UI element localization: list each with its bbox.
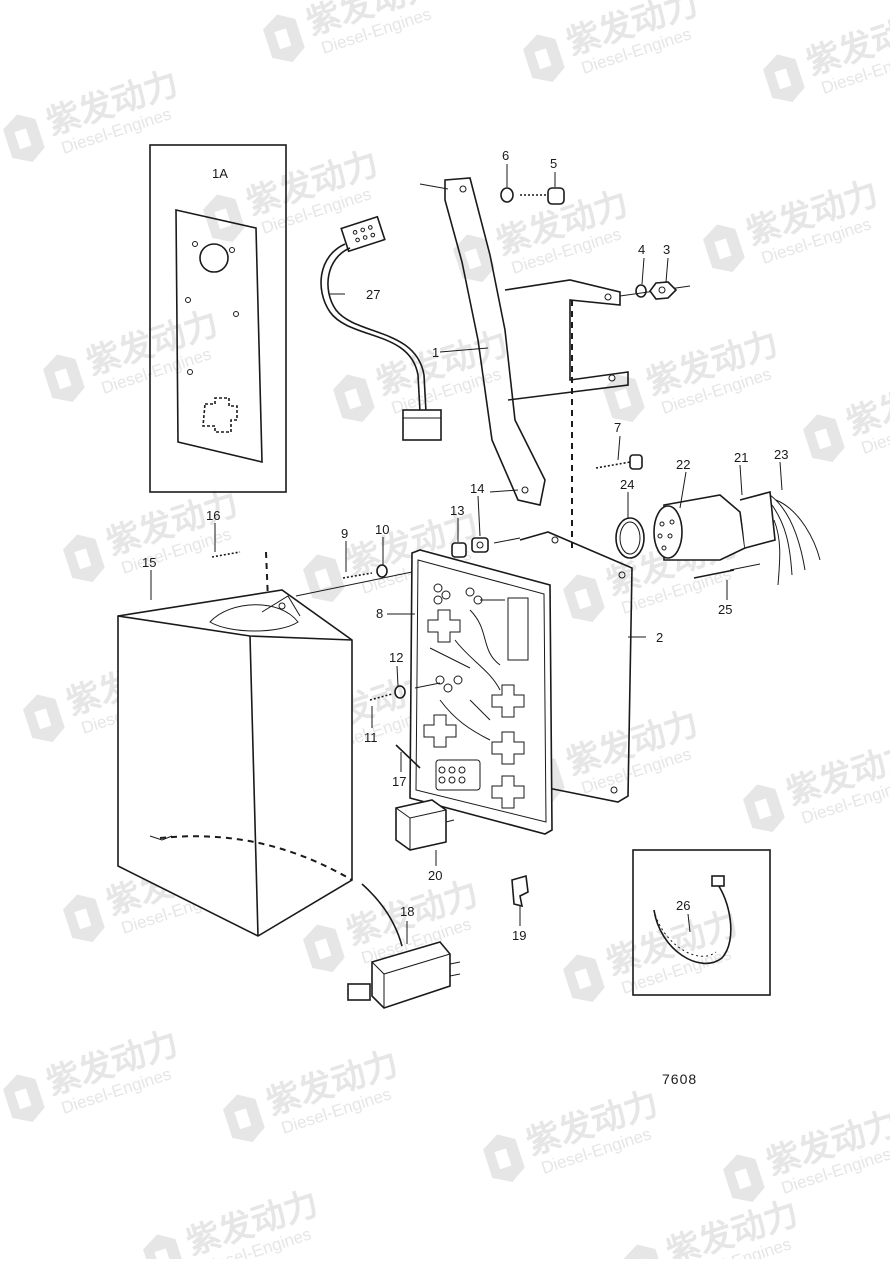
watermark-logo-icon (333, 374, 375, 422)
watermark-logo-icon (723, 1154, 765, 1202)
watermark-logo-icon (223, 1094, 265, 1142)
connector-assembly (615, 490, 821, 586)
watermark-logo-icon (703, 224, 745, 272)
label-22: 22 (676, 457, 690, 472)
watermark-logo-icon (3, 1074, 45, 1122)
housing-cover-15 (117, 589, 353, 937)
label-14: 14 (470, 481, 484, 496)
label-8: 8 (376, 606, 383, 621)
label-25: 25 (718, 602, 732, 617)
label-26: 26 (676, 898, 690, 913)
label-17: 17 (392, 774, 406, 789)
watermark-logo-icon (63, 894, 105, 942)
fasteners (211, 537, 521, 701)
label-13: 13 (450, 503, 464, 518)
inset-box-26 (632, 849, 771, 996)
label-6: 6 (502, 148, 509, 163)
label-20: 20 (428, 868, 442, 883)
watermark-logo-icon (523, 34, 565, 82)
watermark-logo-icon (143, 1234, 185, 1264)
figure-number: 7608 (662, 1071, 697, 1087)
label-23: 23 (774, 447, 788, 462)
label-5: 5 (550, 156, 557, 171)
watermark-logo-icon (303, 554, 345, 602)
label-27: 27 (366, 287, 380, 302)
watermark-logo-icon (263, 14, 305, 62)
watermark-logo-icon (803, 414, 845, 462)
relay-20 (395, 799, 455, 851)
inset-box-1a (149, 144, 287, 493)
label-1a: 1A (212, 166, 228, 181)
label-7: 7 (614, 420, 621, 435)
circuit-board-8 (409, 549, 553, 835)
label-24: 24 (620, 477, 634, 492)
clip-19 (511, 874, 529, 908)
screw-5-washer-6 (500, 187, 565, 205)
nut-3-washer-4 (635, 281, 678, 300)
label-19: 19 (512, 928, 526, 943)
watermark-logo-icon (763, 54, 805, 102)
watermark-logo-icon (603, 374, 645, 422)
part-labels: 1A 6 5 4 3 27 1 7 22 21 23 24 14 13 16 9… (142, 148, 788, 1087)
label-11: 11 (364, 730, 378, 745)
watermark-logo-icon (563, 574, 605, 622)
label-15: 15 (142, 555, 156, 570)
label-21: 21 (734, 450, 748, 465)
label-9: 9 (341, 526, 348, 541)
fuse-17 (395, 744, 421, 769)
watermark-logo-icon (23, 694, 65, 742)
bolt-7 (595, 454, 643, 470)
cable-harness-27 (320, 215, 442, 441)
label-18: 18 (400, 904, 414, 919)
watermark-logo-icon (303, 924, 345, 972)
label-3: 3 (663, 242, 670, 257)
label-10: 10 (375, 522, 389, 537)
switch-18 (347, 883, 461, 1009)
watermark-logo-icon (623, 1244, 665, 1264)
watermark-logo-icon (43, 354, 85, 402)
bracket-1 (419, 177, 546, 506)
label-16: 16 (206, 508, 220, 523)
watermark-logo-icon (563, 954, 605, 1002)
watermark-logo-icon (743, 784, 785, 832)
watermark-logo-icon (483, 1134, 525, 1182)
label-4: 4 (638, 242, 645, 257)
leader-lines (150, 164, 783, 944)
watermark-logo-icon (203, 194, 245, 242)
watermark-logo-icon (63, 534, 105, 582)
watermark-logo-icon (3, 114, 45, 162)
label-12: 12 (389, 650, 403, 665)
label-2: 2 (656, 630, 663, 645)
label-1: 1 (432, 345, 439, 360)
